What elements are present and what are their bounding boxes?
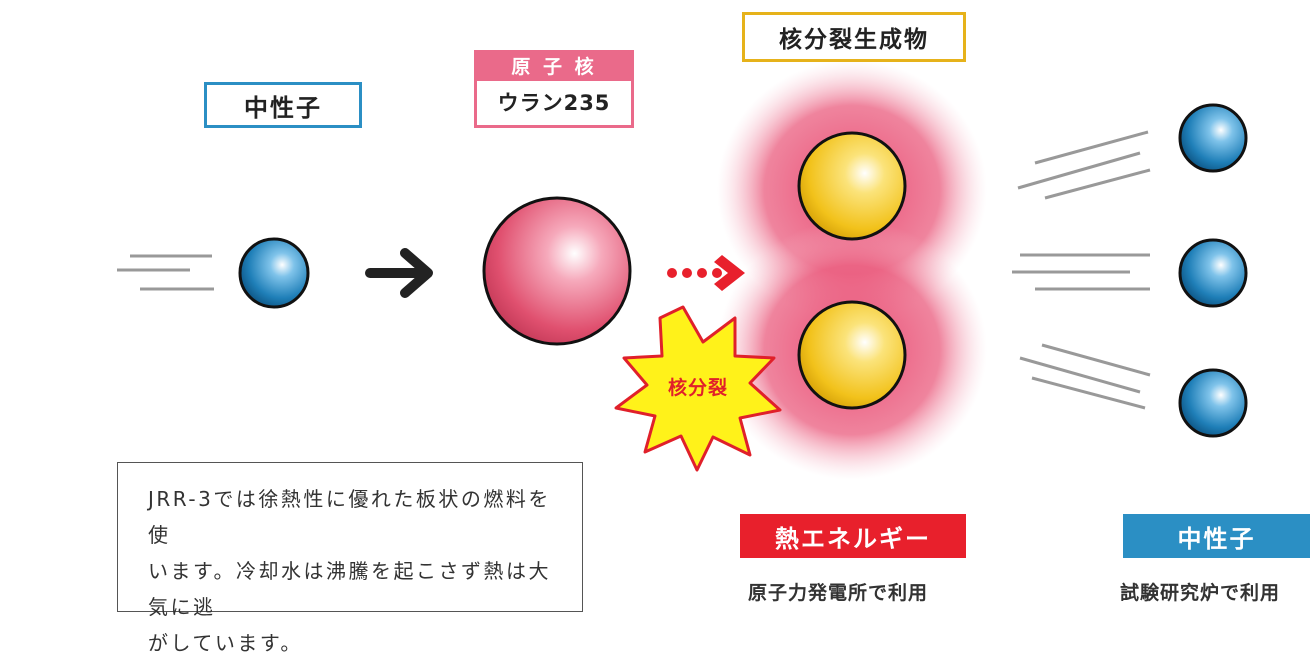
neutron-ball <box>238 237 310 309</box>
neutron-ball <box>1178 238 1248 308</box>
neutron-label-text: 中性子 <box>244 93 322 122</box>
diagram-graphics <box>117 60 1248 480</box>
neutron-use-text: 試験研究炉で利用 <box>1120 582 1281 604</box>
fission-burst-label: 核分裂 <box>667 377 728 399</box>
arrow-right-icon <box>365 248 433 298</box>
heat-energy-text: 熱エネルギー <box>775 524 931 553</box>
heat-use-text: 原子力発電所で利用 <box>748 582 929 604</box>
neutron-out-text: 中性子 <box>1177 524 1256 553</box>
fission-product-ball <box>797 300 907 410</box>
heat-energy-tag: 熱エネルギー <box>740 514 966 558</box>
nucleus-name: ウラン235 <box>497 91 611 115</box>
nucleus-label: 原 子 核 ウラン235 <box>474 50 634 128</box>
nucleus-header: 原 子 核 <box>477 53 631 81</box>
motion-lines-icon <box>1012 130 1151 410</box>
fission-products-label: 核分裂生成物 <box>742 12 966 62</box>
neutron-label: 中性子 <box>204 82 362 128</box>
explosion-burst-icon <box>614 305 782 472</box>
uranium-nucleus <box>482 196 632 346</box>
heat-glow <box>717 60 987 480</box>
motion-lines-icon <box>117 254 214 291</box>
note-text: JRR-3では徐熱性に優れた板状の燃料を使 います。冷却水は沸騰を起こさず熱は大… <box>148 487 551 655</box>
note-box: JRR-3では徐熱性に優れた板状の燃料を使 います。冷却水は沸騰を起こさず熱は大… <box>117 462 583 655</box>
dotted-arrow-icon <box>667 255 745 291</box>
fission-diagram: 中性子 原 子 核 ウラン235 核分裂生成物 核分裂 熱エネルギー 原子力発電… <box>117 12 1310 655</box>
neutron-ball <box>1178 368 1248 438</box>
fission-product-ball <box>797 131 907 241</box>
neutron-out-tag: 中性子 <box>1123 514 1310 558</box>
fission-products-text: 核分裂生成物 <box>779 27 929 53</box>
neutron-ball <box>1178 103 1248 173</box>
